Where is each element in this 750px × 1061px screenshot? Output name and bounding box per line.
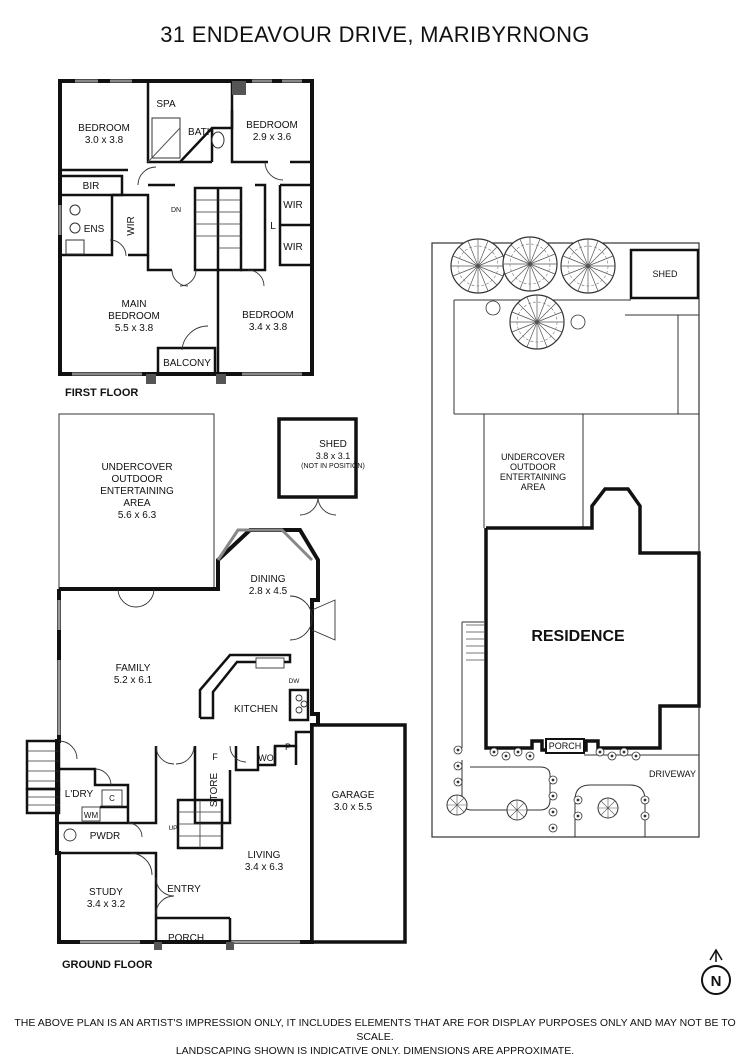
ff-bedroom-a-name: BEDROOM — [78, 123, 130, 134]
ground-floor-plan — [25, 413, 407, 950]
site-plan — [431, 236, 701, 838]
plan-title: 31 ENDEAVOUR DRIVE, MARIBYRNONG — [160, 22, 590, 47]
site-shed-label: SHED — [652, 269, 678, 279]
gf-study-name: STUDY — [89, 887, 123, 898]
site-outdoor-line4: AREA — [521, 482, 546, 492]
site-outdoor-line3: ENTERTAINING — [500, 472, 566, 482]
gf-family-name: FAMILY — [116, 663, 151, 674]
gf-laundry-label: L'DRY — [65, 789, 94, 800]
gf-dining-size: 2.8 x 4.5 — [249, 586, 288, 597]
first-floor-plan — [58, 79, 314, 384]
ff-bedroom-c-name: BEDROOM — [242, 310, 294, 321]
ff-bir-label: BIR — [83, 181, 100, 192]
gf-pwdr-label: PWDR — [90, 831, 121, 842]
ff-dn-label: DN — [171, 207, 181, 214]
ff-balcony-label: BALCONY — [163, 358, 211, 369]
gf-garage-name: GARAGE — [332, 790, 375, 801]
ff-wir-right-bottom: WIR — [283, 242, 302, 253]
site-outdoor-line1: UNDERCOVER — [501, 452, 566, 462]
gf-shed-size: 3.8 x 3.1 — [316, 451, 351, 461]
ff-bedroom-c-size: 3.4 x 3.8 — [249, 322, 288, 333]
gf-up-label: UP — [168, 825, 177, 832]
gf-outdoor-line2: OUTDOOR — [111, 474, 162, 485]
disclaimer: THE ABOVE PLAN IS AN ARTIST'S IMPRESSION… — [0, 1016, 750, 1058]
north-compass: N — [701, 948, 731, 995]
ff-wir-left: WIR — [126, 216, 137, 235]
ground-floor-label: GROUND FLOOR — [62, 959, 152, 971]
ff-bath-label: BATH — [188, 127, 214, 138]
ff-bedroom-b-name: BEDROOM — [246, 120, 298, 131]
gf-outdoor-size: 5.6 x 6.3 — [118, 510, 157, 521]
gf-outdoor-line4: AREA — [123, 498, 151, 509]
ff-linen-label: L — [270, 221, 276, 232]
gf-garage-size: 3.0 x 5.5 — [334, 802, 373, 813]
gf-kitchen-label: KITCHEN — [234, 704, 278, 715]
gf-living-name: LIVING — [248, 850, 281, 861]
gf-c-label: C — [109, 794, 115, 803]
site-residence-label: RESIDENCE — [531, 628, 625, 645]
gf-shed-name: SHED — [319, 439, 347, 450]
site-outdoor-line2: OUTDOOR — [510, 462, 556, 472]
gf-store-label: STORE — [209, 773, 220, 808]
gf-p-label: P — [285, 742, 291, 752]
ff-bedroom-b-size: 2.9 x 3.6 — [253, 132, 292, 143]
gf-outdoor-line1: UNDERCOVER — [101, 462, 172, 473]
compass-north-label: N — [711, 973, 722, 990]
gf-shed-note: (NOT IN POSITION) — [301, 463, 365, 470]
first-floor-label: FIRST FLOOR — [65, 387, 138, 399]
ff-spa-label: SPA — [156, 99, 176, 110]
gf-wo-label: WO — [258, 753, 274, 763]
ff-ens-label: ENS — [84, 224, 105, 235]
ff-bedroom-a-size: 3.0 x 3.8 — [85, 135, 124, 146]
gf-f-label: F — [212, 752, 218, 762]
site-driveway-label: DRIVEWAY — [649, 769, 696, 779]
gf-dw-label: DW — [289, 678, 301, 685]
disclaimer-line2: LANDSCAPING SHOWN IS INDICATIVE ONLY. DI… — [175, 1045, 575, 1057]
disclaimer-line1: THE ABOVE PLAN IS AN ARTIST'S IMPRESSION… — [14, 1017, 736, 1043]
gf-dining-name: DINING — [251, 574, 286, 585]
ff-main-bedroom-line1: MAIN — [122, 299, 147, 310]
ff-main-bedroom-size: 5.5 x 3.8 — [115, 323, 154, 334]
gf-porch-label: PORCH — [168, 933, 204, 944]
gf-study-size: 3.4 x 3.2 — [87, 899, 126, 910]
gf-family-size: 5.2 x 6.1 — [114, 675, 153, 686]
gf-wm-label: WM — [84, 811, 99, 820]
ff-main-bedroom-line2: BEDROOM — [108, 311, 160, 322]
gf-outdoor-line3: ENTERTAINING — [100, 486, 174, 497]
ff-wir-right-top: WIR — [283, 200, 302, 211]
gf-living-size: 3.4 x 6.3 — [245, 862, 284, 873]
gf-entry-label: ENTRY — [167, 884, 201, 895]
site-porch-label: PORCH — [549, 741, 582, 751]
